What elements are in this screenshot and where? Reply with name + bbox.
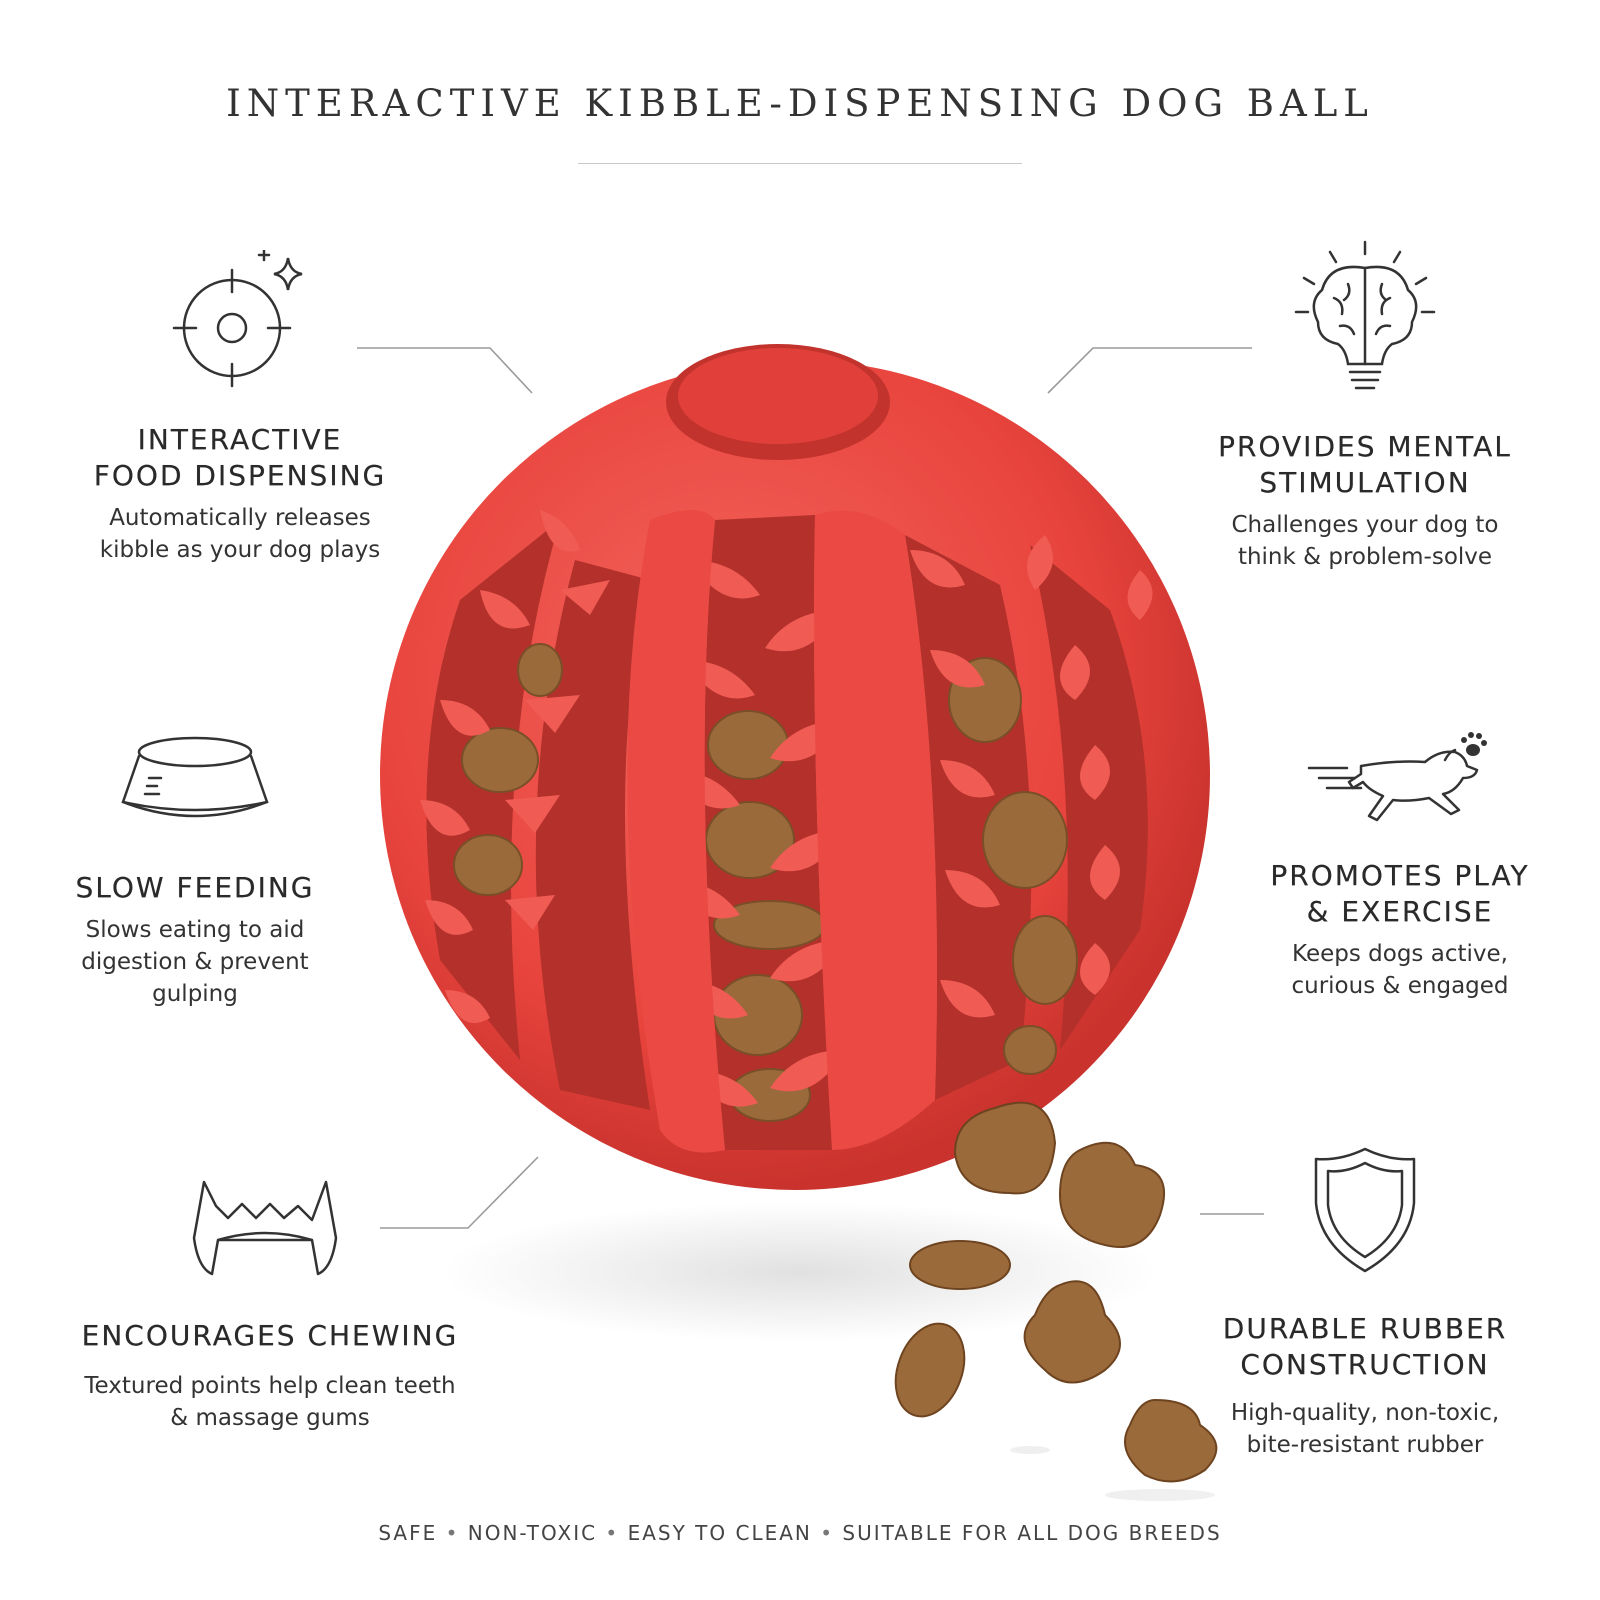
shield-icon (1314, 1147, 1416, 1273)
feature-durable-rubber: DURABLE RUBBER CONSTRUCTION High-quality… (1200, 1145, 1530, 1461)
footer-separator: • (820, 1521, 835, 1545)
feature-heading: DURABLE RUBBER CONSTRUCTION (1222, 1312, 1508, 1381)
footer-separator: • (445, 1521, 460, 1545)
feature-slow-feeding: SLOW FEEDING Slows eating to aid digesti… (60, 730, 330, 1010)
page-title: INTERACTIVE KIBBLE-DISPENSING DOG BALL (226, 82, 1374, 125)
kibble-inside (453, 643, 1078, 1122)
feature-body: Challenges your dog to think & problem-s… (1231, 512, 1499, 570)
feature-body: Automatically releases kibble as your do… (99, 505, 381, 563)
footer-item: EASY TO CLEAN (627, 1521, 812, 1545)
feature-heading: SLOW FEEDING (75, 871, 315, 904)
title-divider (578, 163, 1022, 164)
footer-tagline: SAFE • NON-TOXIC • EASY TO CLEAN • SUITA… (0, 1521, 1600, 1545)
feature-interactive-food-dispensing: INTERACTIVE FOOD DISPENSING Automaticall… (80, 250, 400, 566)
connector-lines (357, 347, 1264, 1229)
feature-mental-stimulation: PROVIDES MENTAL STIMULATION Challenges y… (1200, 240, 1530, 573)
kibble-shadows (1010, 1446, 1215, 1501)
feature-body: High-quality, non-toxic, bite-resistant … (1230, 1400, 1500, 1458)
feature-encourages-chewing: ENCOURAGES CHEWING Textured points help … (60, 1178, 480, 1434)
feature-heading: ENCOURAGES CHEWING (81, 1319, 459, 1352)
footer-item: SAFE (378, 1521, 438, 1545)
feature-body: Slows eating to aid digestion & prevent … (81, 917, 309, 1007)
footer-separator: • (605, 1521, 620, 1545)
teeth-icon (192, 1180, 338, 1276)
paw-print-icon (1461, 732, 1487, 756)
feature-play-exercise: PROMOTES PLAY & EXERCISE Keeps dogs acti… (1250, 730, 1550, 1002)
feature-heading: INTERACTIVE FOOD DISPENSING (93, 423, 387, 492)
footer-item: SUITABLE FOR ALL DOG BREEDS (842, 1521, 1222, 1545)
feature-body: Textured points help clean teeth & massa… (84, 1373, 456, 1431)
brain-lightbulb-icon (1294, 240, 1436, 390)
ball-ribs (627, 510, 937, 1153)
feature-heading: PROVIDES MENTAL STIMULATION (1218, 430, 1512, 499)
running-dog-icon (1307, 732, 1487, 822)
ball-spikes (420, 510, 1153, 1107)
target-sparkle-icon (172, 250, 303, 388)
feature-body: Keeps dogs active, curious & engaged (1291, 941, 1509, 999)
ball-shadow (440, 1202, 1160, 1342)
falling-kibble (894, 1101, 1218, 1483)
footer-item: NON-TOXIC (467, 1521, 598, 1545)
pet-bowl-icon (121, 736, 269, 818)
feature-heading: PROMOTES PLAY & EXERCISE (1270, 859, 1530, 928)
